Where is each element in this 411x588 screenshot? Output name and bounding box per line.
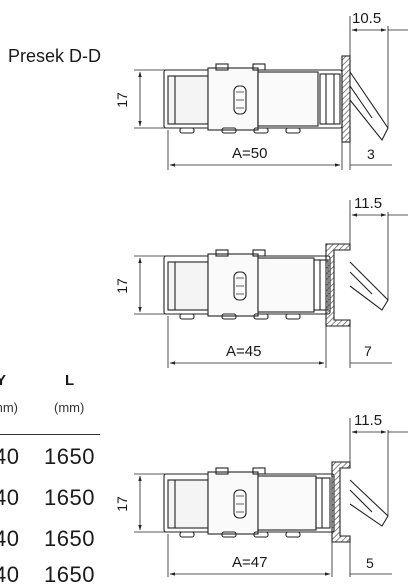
drawing-3 <box>134 418 408 577</box>
table-header-l: L <box>65 372 75 389</box>
table-cell-l-2: 1650 <box>44 526 95 551</box>
drawing-1-height-label: 17 <box>113 92 130 108</box>
table-cell-l-3: 1650 <box>44 562 95 587</box>
drawing-3-top-label: 11.5 <box>354 412 383 429</box>
table-header-y: Y <box>0 372 7 389</box>
drawing-1 <box>134 16 408 170</box>
table-unit-l: (mm) <box>54 400 85 415</box>
drawing-2-top-label: 11.5 <box>354 195 383 212</box>
table-cell-y-3: 40 <box>0 562 20 587</box>
table-cell-l-1: 1650 <box>44 485 95 510</box>
section-title: Presek D-D <box>8 46 102 66</box>
table-cell-l-0: 1650 <box>44 444 95 469</box>
drawing-2-height-label: 17 <box>113 278 130 294</box>
drawing-1-side-label: 3 <box>367 146 375 162</box>
table-cell-y-1: 40 <box>0 485 20 510</box>
drawing-3-side-label: 5 <box>366 555 374 571</box>
table-header-rule <box>0 434 100 435</box>
drawing-3-a-label: A=47 <box>232 554 268 571</box>
table-unit-y: mm) <box>0 400 18 415</box>
drawing-2-side-label: 7 <box>364 343 372 359</box>
table-cell-y-2: 40 <box>0 526 20 551</box>
drawing-2-a-label: A=45 <box>226 343 262 360</box>
drawing-1-a-label: A=50 <box>232 145 268 162</box>
drawing-1-top-label: 10.5 <box>352 10 382 27</box>
drawing-2 <box>134 200 408 368</box>
drawing-3-height-label: 17 <box>113 496 130 512</box>
table-cell-y-0: 40 <box>0 444 20 469</box>
